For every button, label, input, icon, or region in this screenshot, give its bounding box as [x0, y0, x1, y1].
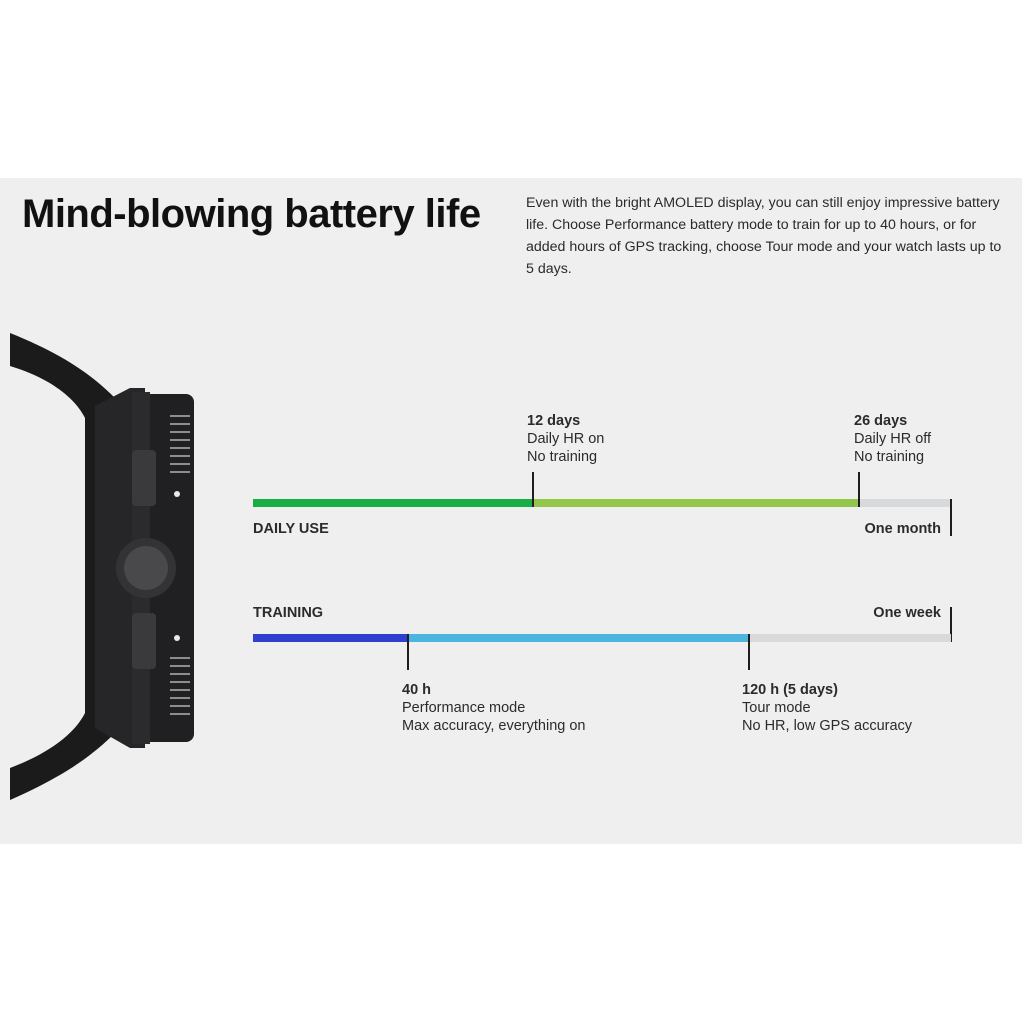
training-marker-line-120-h	[748, 634, 750, 670]
marker-value: 26 days	[854, 413, 908, 429]
training-segment-remaining	[749, 634, 951, 642]
daily-use-scale-end: One month	[864, 521, 941, 537]
training-marker-120-h: 120 h (5 days) Tour mode No HR, low GPS …	[742, 681, 912, 735]
marker-line-1: Performance mode	[402, 700, 526, 716]
marker-value: 12 days	[527, 413, 581, 429]
marker-value: 40 h	[402, 682, 432, 698]
daily-use-marker-line-12-days	[532, 472, 534, 507]
marker-line-2: No training	[854, 449, 925, 465]
daily-use-marker-12-days: 12 days Daily HR on No training	[527, 412, 604, 466]
marker-line-1: Daily HR off	[854, 431, 932, 447]
training-segment-40-h	[253, 634, 408, 642]
training-segment-120-h	[408, 634, 749, 642]
daily-use-segment-12-days	[253, 499, 533, 507]
marker-line-2: No HR, low GPS accuracy	[742, 718, 913, 734]
training-end-line	[950, 607, 952, 642]
training-marker-40-h: 40 h Performance mode Max accuracy, ever…	[402, 681, 585, 735]
marker-value: 120 h (5 days)	[742, 682, 838, 698]
daily-use-end-line	[950, 499, 952, 536]
marker-line-2: Max accuracy, everything on	[402, 718, 586, 734]
training-scale-end: One week	[873, 605, 941, 621]
battery-life-panel: Mind-blowing battery life Even with the …	[0, 178, 1022, 844]
daily-use-marker-26-days: 26 days Daily HR off No training	[854, 412, 931, 466]
training-label: TRAINING	[253, 605, 324, 621]
marker-line-1: Daily HR on	[527, 431, 605, 447]
daily-use-segment-26-days	[533, 499, 859, 507]
daily-use-label: DAILY USE	[253, 521, 329, 537]
marker-line-1: Tour mode	[742, 700, 811, 716]
training-marker-line-40-h	[407, 634, 409, 670]
daily-use-segment-remaining	[859, 499, 951, 507]
marker-line-2: No training	[527, 449, 598, 465]
daily-use-marker-line-26-days	[858, 472, 860, 507]
watch-side-illustration	[10, 333, 194, 800]
intro-text: Even with the bright AMOLED display, you…	[526, 195, 1002, 277]
page-title: Mind-blowing battery life	[22, 192, 481, 236]
